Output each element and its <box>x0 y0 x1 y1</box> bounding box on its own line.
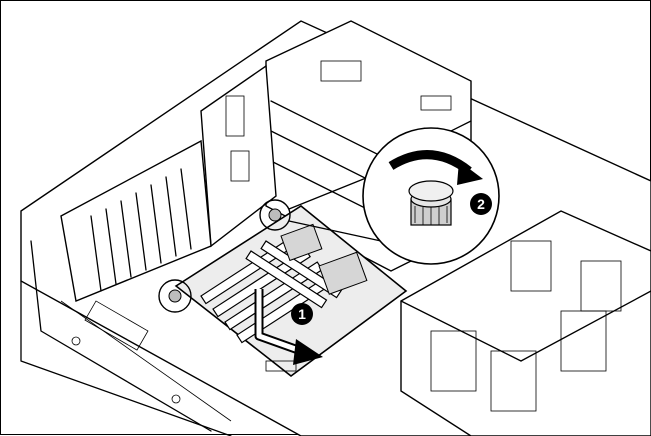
thumbscrew-icon <box>269 209 281 221</box>
callout-2: 2 <box>470 193 492 215</box>
callout-2-number: 2 <box>477 196 485 212</box>
chassis-hole <box>172 395 180 403</box>
chassis-hole <box>72 337 80 345</box>
callout-1: 1 <box>291 303 313 325</box>
callout-1-number: 1 <box>298 306 306 322</box>
thumbscrew-head <box>409 181 453 201</box>
thumbscrew-icon <box>169 290 181 302</box>
